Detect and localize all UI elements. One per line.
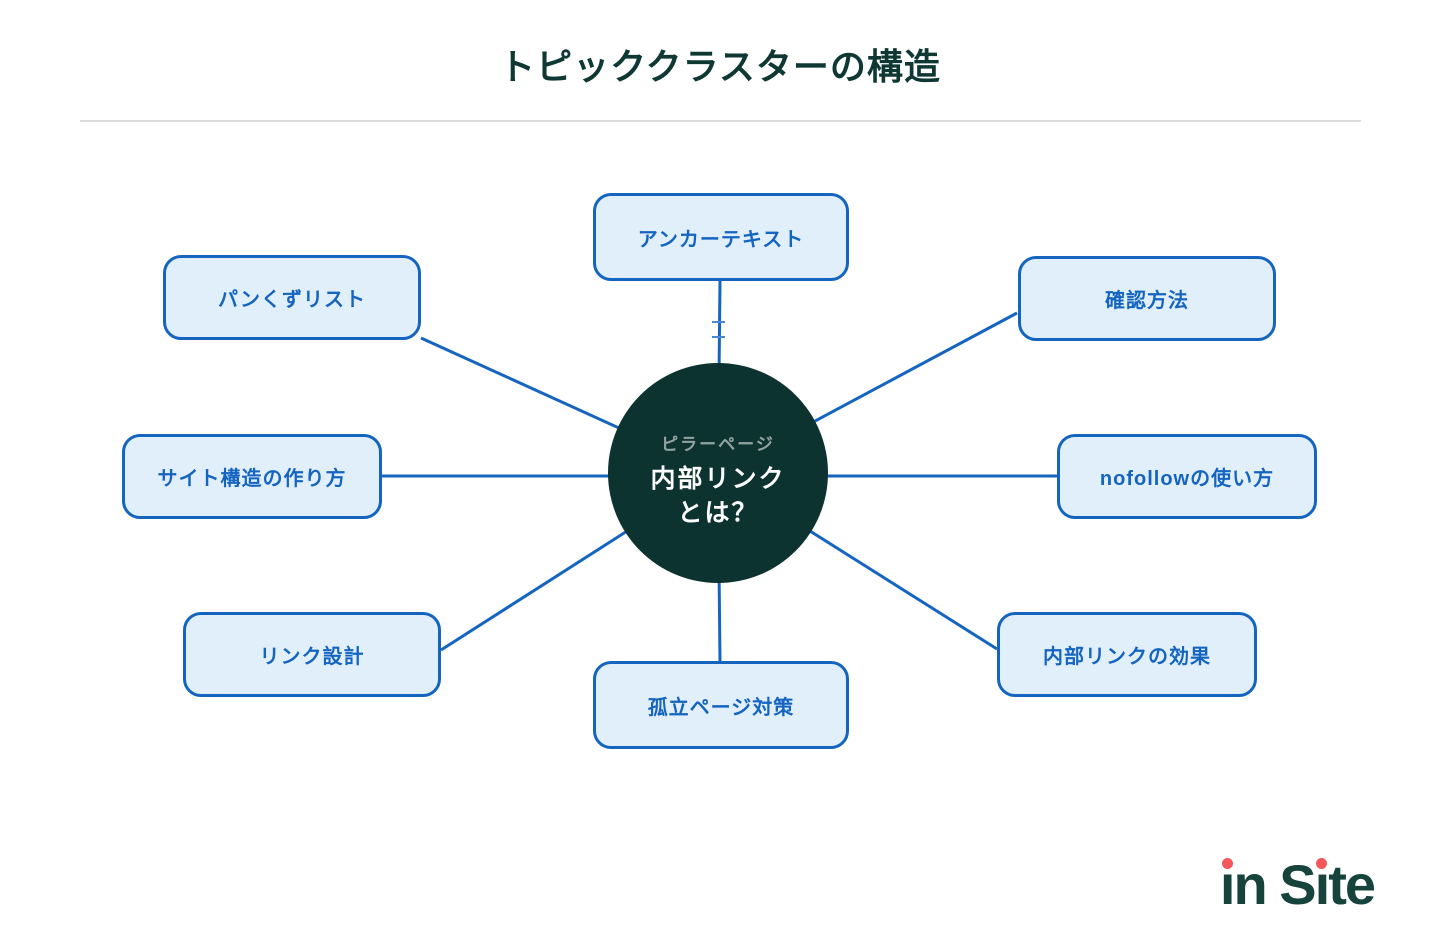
hub-title: 内部リンク とは？ — [650, 463, 785, 531]
cluster-node-label: 確認方法 — [1105, 290, 1189, 312]
cluster-node-label: パンくずリスト — [218, 289, 366, 311]
pillar-page-hub: ピラーページ 内部リンク とは？ — [608, 363, 828, 583]
logo-char: S — [1279, 853, 1316, 916]
logo-char: e — [1344, 853, 1376, 916]
page-title: トピッククラスターの構造 — [499, 46, 941, 87]
cluster-node-site-structure-howto: サイト構造の作り方 — [122, 434, 382, 519]
cluster-node-label: アンカーテキスト — [637, 228, 805, 251]
cluster-node-breadcrumb-list: パンくずリスト — [163, 255, 421, 340]
title-divider — [80, 120, 1361, 122]
logo-char: t — [1328, 853, 1347, 916]
cluster-node-orphan-page-measures: 孤立ページ対策 — [593, 661, 849, 749]
cluster-node-link-design: リンク設計 — [183, 612, 441, 697]
hub-title-line2: とは？ — [677, 498, 759, 527]
logo-char: n — [1233, 853, 1267, 916]
insite-logo: ın Sıte — [1219, 853, 1376, 916]
cluster-node-internal-link-effects: 内部リンクの効果 — [997, 612, 1257, 697]
cluster-node-label: nofollowの使い方 — [1099, 468, 1275, 490]
cluster-node-anchor-text: アンカーテキスト — [593, 193, 849, 281]
cluster-node-label: 孤立ページ対策 — [647, 696, 795, 719]
hub-title-line1: 内部リンク — [650, 464, 786, 493]
cluster-node-nofollow-usage: nofollowの使い方 — [1057, 434, 1317, 519]
cluster-node-confirmation-method: 確認方法 — [1018, 256, 1276, 341]
cluster-node-label: 内部リンクの効果 — [1043, 646, 1211, 668]
edge-label-artifact — [712, 321, 725, 338]
logo-char — [1266, 853, 1280, 916]
hub-subtitle: ピラーページ — [661, 434, 775, 454]
logo-char: ı — [1314, 853, 1331, 916]
logo-char: ı — [1219, 853, 1236, 916]
cluster-node-label: サイト構造の作り方 — [157, 468, 347, 490]
cluster-node-label: リンク設計 — [259, 646, 365, 668]
